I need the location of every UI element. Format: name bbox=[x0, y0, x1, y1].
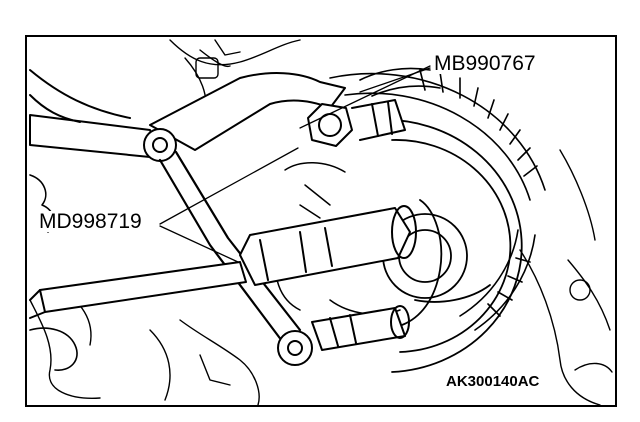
leader-lines bbox=[159, 65, 431, 263]
figure-code: AK300140AC bbox=[444, 373, 542, 390]
engine-block-outline bbox=[29, 39, 613, 405]
pulley-holder-tool bbox=[29, 69, 346, 366]
lower-bolt bbox=[311, 305, 410, 351]
callout-tool-md998719: MD998719 bbox=[37, 210, 144, 233]
top-nut bbox=[307, 99, 406, 147]
socket-wrench-tool bbox=[29, 205, 417, 319]
hand-outline bbox=[29, 174, 78, 371]
callout-tool-mb990767: MB990767 bbox=[432, 52, 538, 75]
